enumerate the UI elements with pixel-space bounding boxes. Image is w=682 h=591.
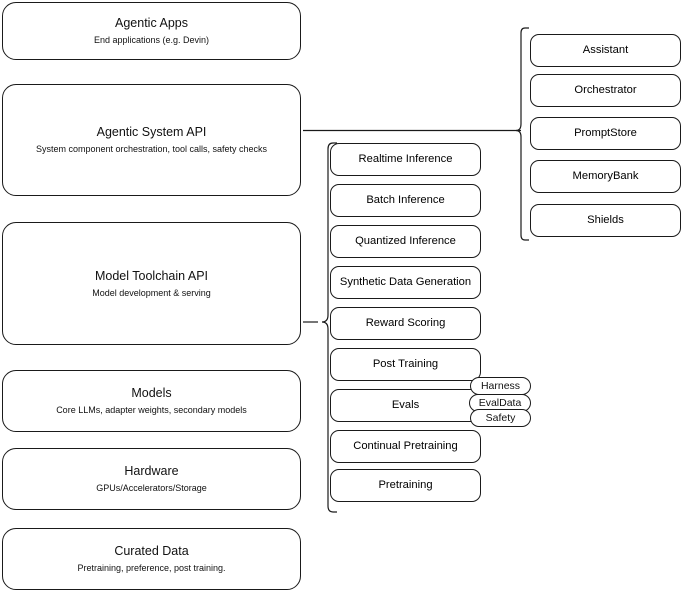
chip-label: Batch Inference (366, 194, 445, 206)
toolchain-chip-evals[interactable]: Evals (330, 389, 481, 422)
layer-subtitle: GPUs/Accelerators/Storage (96, 483, 207, 493)
toolchain-chip-pretraining[interactable]: Pretraining (330, 469, 481, 502)
layer-curated-data[interactable]: Curated Data Pretraining, preference, po… (2, 528, 301, 590)
chip-label: Orchestrator (574, 84, 637, 96)
toolchain-chip-synthetic-data-generation[interactable]: Synthetic Data Generation (330, 266, 481, 299)
toolchain-chip-reward-scoring[interactable]: Reward Scoring (330, 307, 481, 340)
layer-subtitle: Core LLMs, adapter weights, secondary mo… (56, 405, 247, 415)
layer-title: Agentic System API (96, 125, 207, 139)
chip-label: PromptStore (574, 127, 637, 139)
agentic-chip-orchestrator[interactable]: Orchestrator (530, 74, 681, 107)
layer-agentic-apps[interactable]: Agentic Apps End applications (e.g. Devi… (2, 2, 301, 60)
layer-agentic-system-api[interactable]: Agentic System API System component orch… (2, 84, 301, 196)
chip-label: Quantized Inference (355, 235, 456, 247)
toolchain-chip-continual-pretraining[interactable]: Continual Pretraining (330, 430, 481, 463)
layer-title: Curated Data (114, 544, 189, 558)
toolchain-chip-batch-inference[interactable]: Batch Inference (330, 184, 481, 217)
chip-label: Realtime Inference (358, 153, 453, 165)
chip-label: Synthetic Data Generation (339, 276, 472, 288)
chip-label: Continual Pretraining (353, 440, 458, 452)
evals-badge-harness[interactable]: Harness (470, 377, 531, 395)
chip-label: Shields (587, 214, 624, 226)
agentic-chip-promptstore[interactable]: PromptStore (530, 117, 681, 150)
toolchain-chip-quantized-inference[interactable]: Quantized Inference (330, 225, 481, 258)
agentic-chip-memorybank[interactable]: MemoryBank (530, 160, 681, 193)
badge-label: Harness (480, 380, 521, 392)
chip-label: Reward Scoring (365, 317, 446, 329)
layer-subtitle: End applications (e.g. Devin) (93, 35, 210, 45)
layer-models[interactable]: Models Core LLMs, adapter weights, secon… (2, 370, 301, 432)
chip-label: MemoryBank (572, 170, 639, 182)
chip-label: Pretraining (378, 479, 433, 491)
layer-hardware[interactable]: Hardware GPUs/Accelerators/Storage (2, 448, 301, 510)
agentic-chip-shields[interactable]: Shields (530, 204, 681, 237)
chip-label: Evals (391, 399, 420, 411)
badge-label: EvalData (478, 397, 522, 409)
layer-subtitle: System component orchestration, tool cal… (35, 144, 268, 154)
layer-title: Agentic Apps (115, 16, 188, 30)
chip-label: Post Training (372, 358, 439, 370)
layer-title: Hardware (124, 464, 179, 478)
chip-label: Assistant (582, 44, 629, 56)
evals-badge-safety[interactable]: Safety (470, 409, 531, 427)
layer-title: Models (131, 386, 172, 400)
layer-model-toolchain-api[interactable]: Model Toolchain API Model development & … (2, 222, 301, 345)
layer-title: Model Toolchain API (94, 268, 209, 283)
layer-subtitle: Model development & serving (92, 287, 211, 298)
toolchain-chip-post-training[interactable]: Post Training (330, 348, 481, 381)
layer-subtitle: Pretraining, preference, post training. (77, 563, 226, 573)
badge-label: Safety (485, 412, 516, 424)
toolchain-chip-realtime-inference[interactable]: Realtime Inference (330, 143, 481, 176)
agentic-chip-assistant[interactable]: Assistant (530, 34, 681, 67)
brace-agentic-system-components (515, 27, 529, 241)
